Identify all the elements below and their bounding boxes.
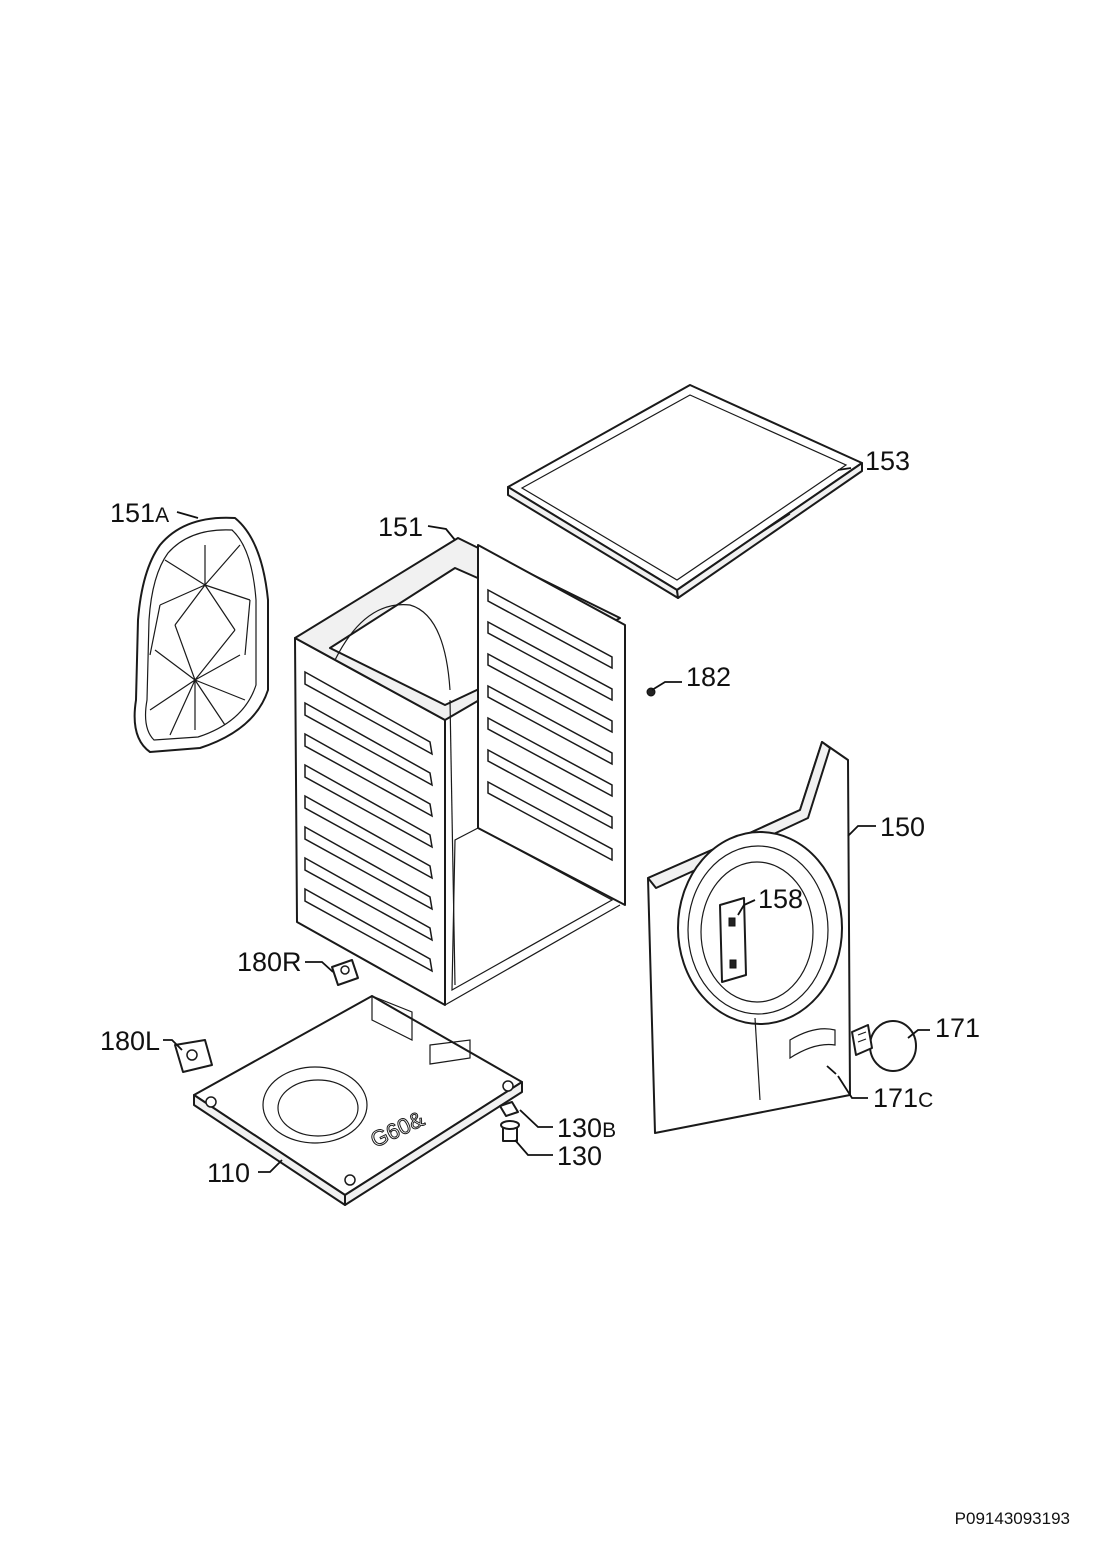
part-171c-pin[interactable]: [826, 1065, 837, 1075]
callout-180r: 180R: [237, 947, 302, 977]
callout-130b: 130B: [557, 1113, 616, 1143]
cabinet-left-ribs: [304, 670, 433, 973]
part-171-service-hatch[interactable]: [851, 1020, 917, 1072]
part-180r-clip[interactable]: [331, 959, 359, 986]
callout-130: 130: [557, 1141, 602, 1171]
document-reference: P09143093193: [955, 1509, 1070, 1528]
part-130-foot[interactable]: [500, 1120, 520, 1142]
leader-lines: [163, 467, 930, 1173]
rear-panel-ribs: [149, 544, 251, 736]
callout-151a: 151A: [110, 498, 169, 528]
callout-182: 182: [686, 662, 731, 692]
cabinet-right-ribs: [487, 588, 613, 862]
callout-158: 158: [758, 884, 803, 914]
part-150-front-panel[interactable]: [647, 741, 851, 1134]
part-158-bracket[interactable]: [719, 897, 747, 983]
part-110-base[interactable]: G60&: [193, 995, 523, 1206]
callout-171: 171: [935, 1013, 980, 1043]
part-151-cabinet[interactable]: [294, 537, 626, 1006]
part-180l-clip[interactable]: [174, 1039, 213, 1073]
callout-171c: 171C: [873, 1083, 933, 1113]
part-151a-rear-panel[interactable]: [133, 516, 269, 753]
callout-153: 153: [865, 446, 910, 476]
part-153-top-cover[interactable]: [507, 384, 863, 599]
callout-labels: 153 151A 151 182 150 158 180R 180L 171 1…: [100, 446, 980, 1188]
callout-180l: 180L: [100, 1026, 160, 1056]
part-130b-foot[interactable]: [499, 1101, 519, 1117]
callout-150: 150: [880, 812, 925, 842]
callout-110: 110: [207, 1158, 250, 1188]
callout-151: 151: [378, 512, 423, 542]
